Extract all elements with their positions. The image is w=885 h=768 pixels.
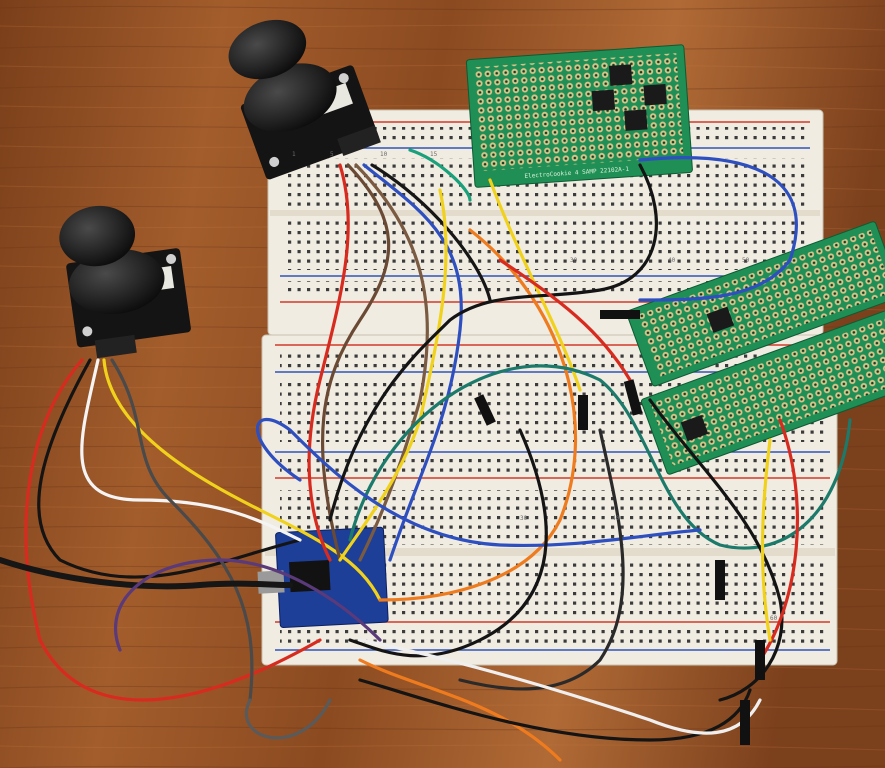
svg-text:1: 1 <box>292 151 296 158</box>
pcb-right-upper <box>626 221 885 387</box>
svg-text:50: 50 <box>742 257 750 264</box>
svg-text:5: 5 <box>330 151 334 158</box>
svg-text:10: 10 <box>380 151 388 158</box>
push-button-icon <box>643 83 667 106</box>
jumper-pins <box>474 310 765 745</box>
jumper-wires <box>0 148 852 762</box>
pcb-right-lower <box>640 309 885 475</box>
svg-text:30: 30 <box>570 257 578 264</box>
joystick-top <box>228 19 381 180</box>
svg-text:15: 15 <box>430 151 438 158</box>
svg-text:40: 40 <box>668 257 676 264</box>
push-button-icon <box>608 64 633 86</box>
breadboard-labels: 1 5 10 15 30 40 50 30 40 60 <box>292 151 778 622</box>
svg-text:30: 30 <box>520 515 528 522</box>
push-button-icon <box>591 89 616 112</box>
push-button-icon <box>706 306 735 333</box>
joystick-left <box>59 205 191 359</box>
svg-text:60: 60 <box>770 615 778 622</box>
push-button-icon <box>624 109 648 131</box>
svg-text:40: 40 <box>612 515 620 522</box>
pcb-top-buttons: ElectroCookie 4 SAMP 22102A-1 <box>465 44 693 188</box>
push-button-icon <box>680 414 709 442</box>
